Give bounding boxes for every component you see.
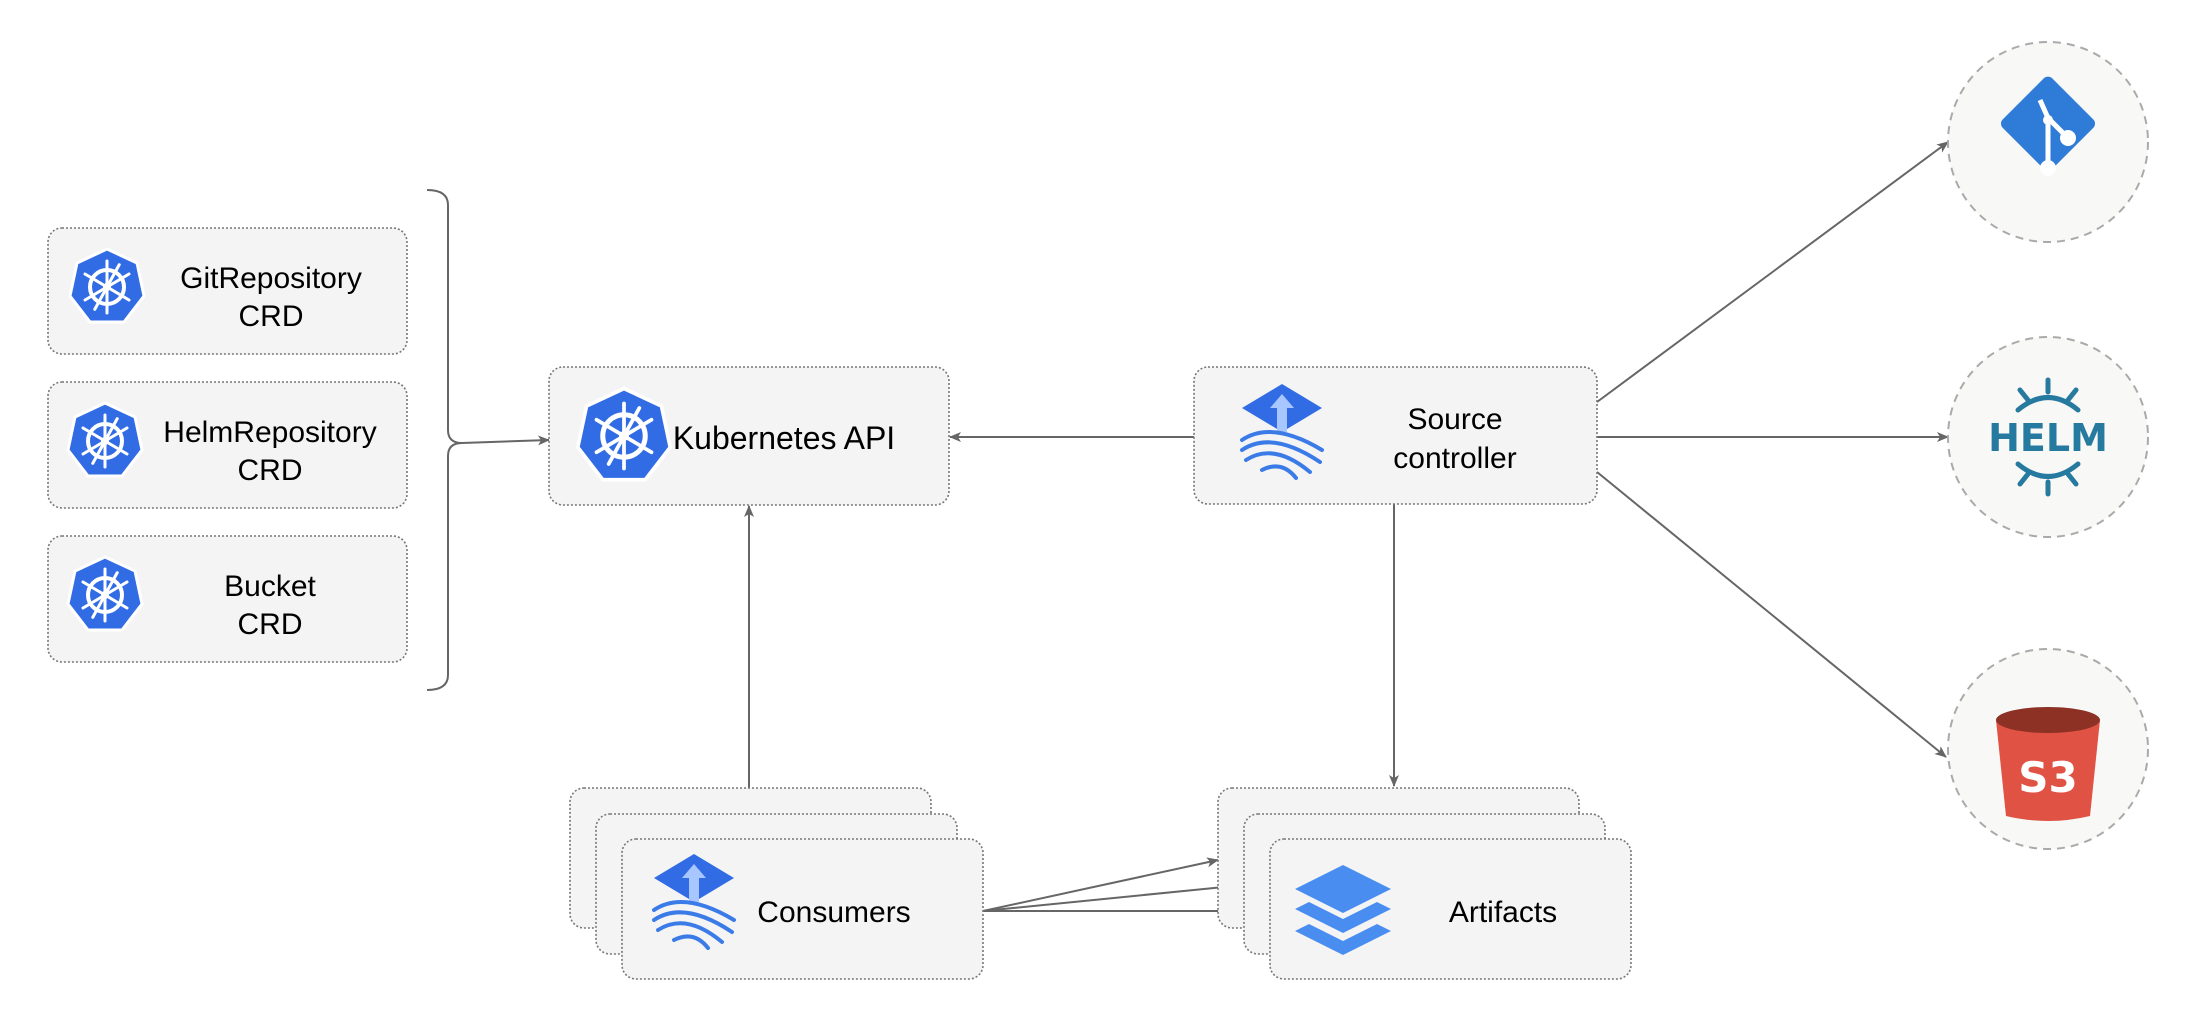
edge-consumers-to-artifacts-2 [982,881,1245,912]
node-label: Consumers [757,896,910,929]
node-sublabel: CRD [238,608,303,641]
consumers-node[interactable]: Consumers [569,787,984,980]
helm-repository-crd-node[interactable]: HelmRepository CRD [47,381,408,509]
s3-node[interactable]: S3 [1947,648,2149,850]
node-sublabel: CRD [238,454,303,487]
node-sublabel: controller [1393,442,1516,475]
kubernetes-icon [578,389,671,480]
git-repository-crd-node[interactable]: GitRepository CRD [47,227,408,355]
edge-source-controller-to-git [1596,141,1949,403]
git-icon [2000,76,2096,176]
helm-node[interactable]: HELM [1947,336,2149,538]
kubernetes-icon [66,401,144,478]
node-label: GitRepository [180,262,362,295]
helm-logo-text: HELM [1988,416,2108,460]
node-label: Kubernetes API [673,420,895,456]
node-label: Source [1407,403,1502,436]
s3-logo-text: S3 [2018,753,2077,802]
edge-consumers-to-artifacts-1 [982,857,1219,912]
node-label: Artifacts [1449,896,1557,929]
node-label: HelmRepository [163,416,376,449]
kubernetes-api-node[interactable]: Kubernetes API [548,366,950,506]
git-node[interactable] [1947,41,2149,243]
artifacts-node[interactable]: Artifacts [1217,787,1632,980]
kubernetes-icon [68,247,146,324]
crd-brace [426,189,463,691]
helm-icon: HELM [1988,377,2108,497]
source-controller-node[interactable]: Source controller [1193,366,1598,505]
bucket-crd-node[interactable]: Bucket CRD [47,535,408,663]
edge-crds-to-kubernetes-api [461,435,550,446]
node-label: Bucket [224,570,316,603]
s3-bucket-icon: S3 [1996,707,2100,821]
kubernetes-icon [66,555,144,632]
edge-source-controller-to-s3 [1596,471,1947,758]
node-sublabel: CRD [239,300,304,333]
